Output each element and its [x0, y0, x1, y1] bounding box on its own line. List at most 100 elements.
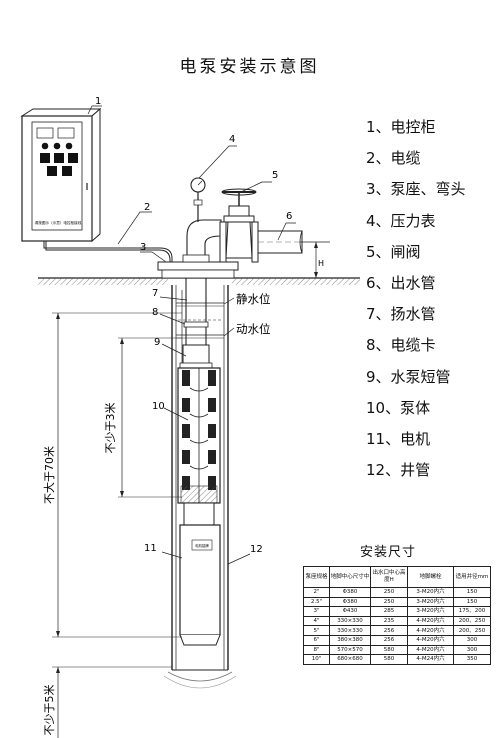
parts-legend: 1、电控柜 2、电缆 3、泵座、弯头 4、压力表 5、闸阀 6、出水管 7、扬水… — [366, 112, 466, 486]
table-cell: 285 — [370, 606, 408, 617]
table-cell: 330×330 — [329, 625, 371, 636]
table-cell: 570×570 — [329, 644, 371, 656]
legend-item: 5、闸阀 — [366, 242, 421, 261]
static-label: 静水位 — [236, 292, 271, 306]
table-cell: 235 — [370, 615, 408, 627]
callout-1: 1 — [95, 96, 101, 107]
h-label: H — [318, 259, 324, 268]
table-cell: 580 — [370, 644, 408, 656]
dynamic-label: 动水位 — [236, 322, 271, 336]
legend-item: 7、扬水管 — [366, 305, 436, 324]
table-cell: 200、250 — [453, 615, 491, 627]
dim-max70: 不大于70米 — [42, 312, 182, 638]
table-cell: 2" — [303, 587, 330, 598]
table-cell: 580 — [370, 654, 408, 665]
pump-short-pipe — [179, 344, 213, 369]
legend-item: 4、压力表 — [366, 211, 436, 230]
table-cell: 4-M24内六 — [407, 654, 454, 665]
legend-item: 1、电控柜 — [366, 118, 436, 136]
table-cell: Φ430 — [329, 606, 371, 617]
motor: 电机铭牌 — [179, 524, 221, 646]
table-header: 地脚螺栓 — [407, 566, 454, 588]
callout-numbers: 1 2 3 4 5 6 7 8 9 10 11 12 — [95, 96, 292, 555]
table-cell: 300 — [453, 634, 491, 646]
callout-4: 4 — [229, 134, 235, 145]
callout-9: 9 — [154, 337, 160, 348]
table-header: 泵座规格 — [303, 566, 330, 588]
legend-item: 6、出水管 — [366, 274, 436, 293]
callout-5: 5 — [272, 170, 278, 181]
table-cell: 380×380 — [329, 634, 371, 646]
table-cell: 150 — [453, 587, 491, 598]
callout-7: 7 — [152, 288, 158, 299]
table-cell: 3" — [303, 606, 330, 617]
callout-2: 2 — [144, 202, 150, 213]
table-cell: Φ380 — [329, 596, 371, 608]
callout-3: 3 — [140, 242, 146, 253]
water-levels: 静水位 动水位 — [176, 292, 271, 339]
callout-10: 10 — [152, 401, 165, 412]
control-cabinet: 请按图示（示意）电控柜接线 — [20, 107, 102, 243]
table-cell: 3-M20内六 — [407, 606, 454, 617]
min3-label: 不少于3米 — [104, 403, 117, 454]
pressure-gauge — [190, 177, 206, 222]
table-cell: 4-M20内六 — [407, 615, 454, 627]
table-cell: 256 — [370, 634, 408, 646]
table-cell: 5" — [303, 625, 330, 636]
h-dimension: H — [300, 241, 330, 278]
callout-12: 12 — [250, 544, 263, 555]
table-cell: 3-M20内六 — [407, 596, 454, 608]
callout-6: 6 — [286, 211, 292, 222]
table-cell: 8" — [303, 644, 330, 656]
table-cell: 150 — [453, 596, 491, 608]
legend-item: 11、电机 — [366, 430, 431, 449]
table-cell: 175、200 — [453, 606, 491, 617]
table-cell: 6" — [303, 634, 330, 646]
table-cell: 680×680 — [329, 654, 371, 665]
table-header-row: 泵座规格 地脚中心尺寸中 出水口中心高度H 地脚螺栓 适用井径mm — [303, 566, 491, 588]
table-cell: 4-M20内六 — [407, 644, 454, 656]
dim-min3: 不少于3米 — [104, 337, 182, 498]
table-title: 安装尺寸 — [360, 545, 417, 560]
cable — [43, 241, 173, 272]
table-cell: 256 — [370, 625, 408, 636]
table-cell: 250 — [370, 596, 408, 608]
diagram-title: 电泵安装示意图 — [179, 57, 320, 77]
legend-item: 3、泵座、弯头 — [366, 180, 466, 199]
table-cell: 3-M20内六 — [407, 587, 454, 598]
callout-leaders — [87, 105, 296, 565]
max70-label: 不大于70米 — [42, 446, 56, 504]
table-header: 地脚中心尺寸中 — [329, 566, 371, 588]
legend-item: 9、水泵短管 — [366, 367, 451, 386]
gate-valve — [219, 188, 259, 263]
cab-caption: 请按图示（示意）电控柜接线 — [35, 220, 82, 225]
pump-body — [177, 367, 221, 526]
table-cell: 4" — [303, 615, 330, 627]
table-header: 出水口中心高度H — [370, 566, 408, 588]
table-cell: 300 — [453, 644, 491, 656]
table-cell: 2.5" — [303, 596, 330, 608]
callout-8: 8 — [152, 307, 158, 318]
install-size-table: 泵座规格 地脚中心尺寸中 出水口中心高度H 地脚螺栓 适用井径mm 2"Φ380… — [303, 566, 491, 665]
outlet-pipe — [257, 230, 303, 254]
table-cell: Φ380 — [329, 587, 371, 598]
ground — [38, 277, 360, 285]
motor-plate-label: 电机铭牌 — [195, 543, 209, 548]
legend-item: 12、井管 — [366, 461, 431, 480]
dim-min5: 不少于5米 — [43, 666, 172, 738]
table-cell: 10" — [303, 654, 330, 665]
table-cell: 4-M20内六 — [407, 625, 454, 636]
table-cell: 200、250 — [453, 625, 491, 636]
table-cell: 4-M20内六 — [407, 634, 454, 646]
table-header: 适用井径mm — [453, 566, 491, 588]
table-cell: 330×330 — [329, 615, 371, 627]
table-cell: 250 — [370, 587, 408, 598]
legend-item: 8、电缆卡 — [366, 336, 436, 355]
